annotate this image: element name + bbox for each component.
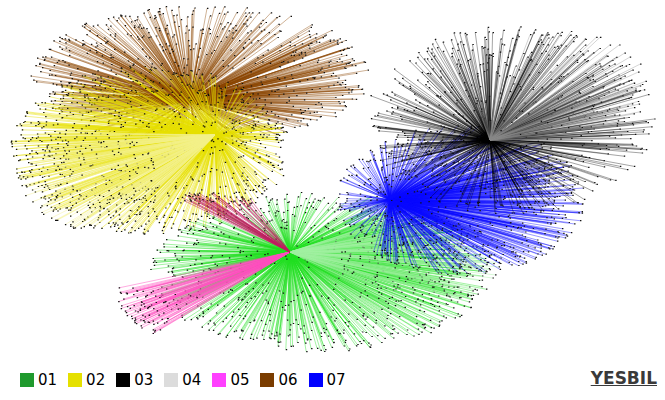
network-edges: [11, 65, 287, 234]
legend-text: 07: [327, 371, 346, 389]
legend-item: 02: [68, 371, 105, 389]
network-edges: [371, 27, 655, 213]
legend-swatch: [116, 373, 130, 387]
legend-swatch: [68, 373, 82, 387]
network-nodes: [371, 27, 656, 213]
legend-text: 01: [38, 371, 57, 389]
legend-swatch: [260, 373, 274, 387]
legend: 01 02 03 04 05 06 07: [20, 371, 357, 389]
legend-swatch: [20, 373, 34, 387]
network-nodes: [471, 32, 647, 148]
network-nodes: [11, 65, 288, 234]
watermark: YESBIL: [591, 368, 657, 388]
legend-swatch: [164, 373, 178, 387]
network-edges: [21, 133, 215, 229]
network-nodes: [182, 193, 252, 202]
legend-text: 02: [86, 371, 105, 389]
network-nodes: [21, 133, 158, 229]
network-edges: [118, 252, 290, 334]
legend-text: 04: [182, 371, 201, 389]
legend-item: 07: [309, 371, 346, 389]
network-edges: [471, 32, 646, 148]
legend-swatch: [212, 373, 226, 387]
legend-text: 03: [134, 371, 153, 389]
legend-text: 05: [230, 371, 249, 389]
legend-item: 06: [260, 371, 297, 389]
legend-text: 06: [278, 371, 297, 389]
legend-swatch: [309, 373, 323, 387]
network-edges: [182, 193, 290, 252]
legend-item: 05: [212, 371, 249, 389]
network-nodes: [118, 288, 198, 334]
legend-item: 03: [116, 371, 153, 389]
legend-item: 04: [164, 371, 201, 389]
legend-item: 01: [20, 371, 57, 389]
